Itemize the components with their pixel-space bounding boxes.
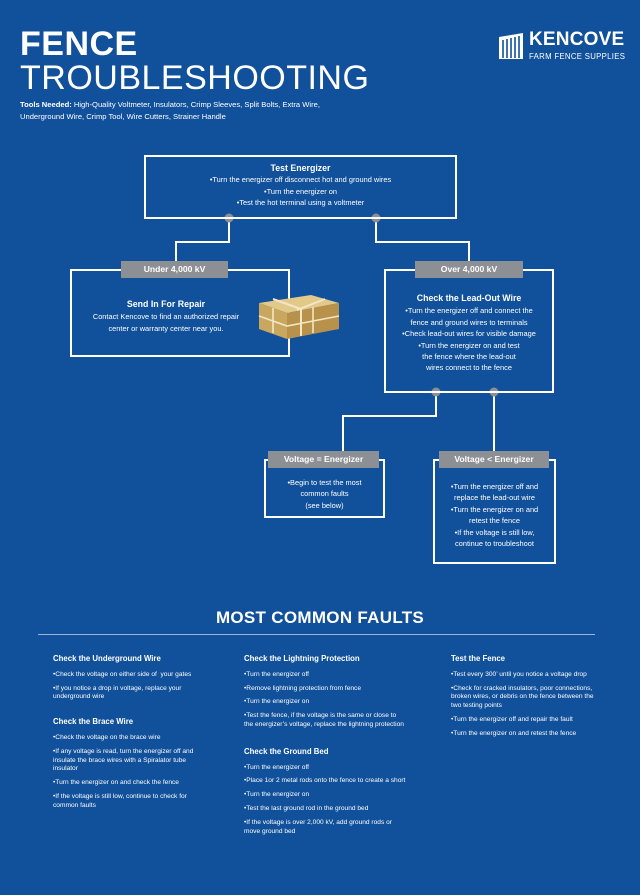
fault-item: •If the voltage is still low, continue t… bbox=[53, 792, 187, 809]
fault-item: •Check the voltage on the brace wire bbox=[53, 733, 161, 741]
voltage-equal-line: (see below) bbox=[305, 500, 344, 510]
check-lead-out-line: •Check lead-out wires for visible damage bbox=[402, 329, 536, 339]
check-lead-out-line: •Turn the energizer off and connect the bbox=[405, 306, 533, 316]
test-energizer-line: •Turn the energizer on bbox=[264, 186, 337, 196]
kencove-logo-icon bbox=[497, 31, 525, 61]
test-energizer-line: •Turn the energizer off disconnect hot a… bbox=[209, 175, 392, 185]
fault-item: •If you notice a drop in voltage, replac… bbox=[53, 684, 182, 701]
logo-subtitle: FARM FENCE SUPPLIES bbox=[529, 52, 626, 61]
faults-heading: MOST COMMON FAULTS bbox=[215, 608, 425, 627]
send-repair-title: Send In For Repair bbox=[126, 299, 206, 309]
voltage-less-content: •Turn the energizer off and replace the … bbox=[433, 481, 556, 549]
check-lead-out-line: the fence where the lead-out bbox=[422, 352, 516, 362]
fault-item: •Turn the energizer on bbox=[244, 791, 310, 799]
fault-item: •Test the last ground rod in the ground … bbox=[244, 804, 369, 812]
fault-item: •If the voltage is over 2,000 kV, add gr… bbox=[244, 818, 392, 835]
fault-item: •Test every 300’ until you notice a volt… bbox=[451, 670, 587, 678]
fault-item: •Check the voltage on either side of you… bbox=[53, 670, 192, 678]
test-energizer-box bbox=[144, 155, 457, 219]
tools-needed-label: Tools Needed: bbox=[20, 100, 72, 109]
fault-item: •Test the fence, if the voltage is the s… bbox=[244, 712, 404, 728]
voltage-equal-content: •Begin to test the most common faults (s… bbox=[264, 477, 385, 511]
voltage-equal-line: common faults bbox=[300, 489, 349, 499]
package-icon bbox=[255, 287, 341, 341]
voltage-equal-tag: Voltage = Energizer bbox=[268, 451, 379, 468]
check-lead-out-line: wires connect to the fence bbox=[426, 363, 512, 373]
tools-needed: Tools Needed: High-Quality Voltmeter, In… bbox=[20, 99, 320, 123]
send-repair-line: Contact Kencove to find an authorized re… bbox=[92, 312, 240, 322]
voltage-less-tag: Voltage < Energizer bbox=[439, 451, 549, 468]
tools-needed-text: High-Quality Voltmeter, Insulators, Crim… bbox=[20, 100, 320, 121]
fault-item: •Remove lightning protection from fence bbox=[244, 684, 362, 692]
voltage-less-line: •Turn the energizer on and bbox=[450, 504, 539, 514]
fault-item: •Check for cracked insulators, poor conn… bbox=[451, 684, 594, 710]
page-title-line1: FENCE bbox=[20, 25, 138, 63]
flowchart-connectors bbox=[175, 213, 499, 452]
page-title-line2: TROUBLESHOOTING bbox=[20, 59, 370, 97]
voltage-less-line: •If the voltage is still low, bbox=[454, 527, 535, 537]
check-lead-out-title: Check the Lead-Out Wire bbox=[416, 293, 522, 303]
test-energizer-line: •Test the hot terminal using a voltmeter bbox=[236, 198, 365, 208]
over-4000-tag: Over 4,000 kV bbox=[415, 261, 523, 278]
send-repair-line: center or warranty center near you. bbox=[108, 323, 224, 333]
test-fence-title: Test the Fence bbox=[451, 654, 506, 663]
test-energizer-content: Test Energizer •Turn the energizer off d… bbox=[144, 163, 457, 209]
voltage-less-line: retest the fence bbox=[469, 516, 520, 526]
fault-item: •Turn the energizer on and check the fen… bbox=[53, 779, 179, 787]
logo-name: KENCOVE bbox=[529, 29, 625, 50]
fault-item: •Turn the energizer on bbox=[244, 698, 310, 706]
faults-column-1: Check the Underground Wire •Check the vo… bbox=[53, 654, 203, 816]
fault-item: •Place 1or 2 metal rods onto the fence t… bbox=[244, 777, 406, 785]
fault-item: •Turn the energizer on and retest the fe… bbox=[451, 729, 577, 737]
ground-bed-title: Check the Ground Bed bbox=[244, 746, 329, 756]
voltage-less-line: •Turn the energizer off and bbox=[450, 482, 539, 491]
lightning-protection-title: Check the Lightning Protection bbox=[244, 654, 360, 663]
voltage-less-line: continue to troubleshoot bbox=[455, 539, 534, 549]
voltage-less-line: replace the lead-out wire bbox=[454, 493, 535, 503]
fault-item: •If any voltage is read, turn the energi… bbox=[53, 747, 194, 773]
fault-item: •Turn the energizer off bbox=[244, 763, 309, 771]
faults-column-2: Check the Lightning Protection •Turn the… bbox=[244, 654, 406, 841]
faults-column-3: Test the Fence •Test every 300’ until yo… bbox=[451, 654, 597, 744]
check-lead-out-line: fence and ground wires to terminals bbox=[410, 317, 528, 327]
test-energizer-title: Test Energizer bbox=[270, 163, 331, 173]
send-repair-content: Send In For Repair Contact Kencove to fi… bbox=[80, 299, 252, 334]
faults-divider bbox=[38, 634, 595, 635]
check-lead-out-content: Check the Lead-Out Wire •Turn the energi… bbox=[384, 293, 554, 374]
fault-item: •Turn the energizer off and repair the f… bbox=[451, 715, 573, 723]
voltage-equal-line: •Begin to test the most bbox=[287, 478, 362, 487]
under-4000-tag: Under 4,000 kV bbox=[121, 261, 228, 278]
underground-wire-title: Check the Underground Wire bbox=[53, 654, 161, 663]
check-lead-out-line: •Turn the energizer on and test bbox=[418, 340, 520, 350]
brace-wire-title: Check the Brace Wire bbox=[53, 717, 134, 727]
fault-item: •Turn the energizer off bbox=[244, 670, 309, 678]
